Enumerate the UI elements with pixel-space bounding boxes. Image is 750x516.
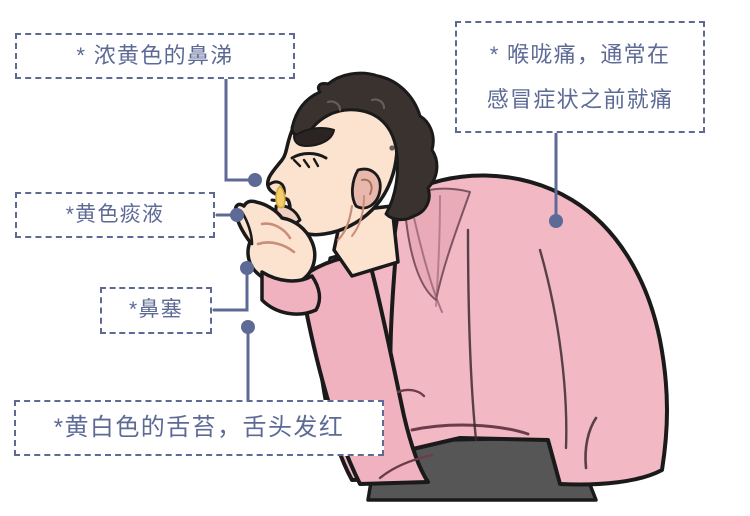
callout-yellow-phlegm-line-1: *黄色痰液 <box>65 202 165 226</box>
callout-sore-throat-line-1: * 喉咙痛，通常在 <box>489 42 671 68</box>
finger-crease-a <box>260 222 292 240</box>
callout-tongue-coating-line-1: *黄白色的舌苔，舌头发红 <box>53 414 345 442</box>
callout-nasal-congestion-line-1: *鼻塞 <box>129 298 183 322</box>
hoodie-pocket-line <box>410 423 530 436</box>
callout-sore-throat: * 喉咙痛，通常在 感冒症状之前就痛 <box>455 21 705 133</box>
hoodie-sleeve-fold <box>396 388 426 398</box>
eye-lash-a <box>292 158 302 168</box>
callout-yellow-phlegm: *黄色痰液 <box>15 192 215 238</box>
hoodie-hood <box>403 187 471 301</box>
eyebrow <box>293 127 335 147</box>
callout-nasal-congestion: *鼻塞 <box>100 287 212 334</box>
ear-inner <box>361 178 373 195</box>
hoodie-cuff-right <box>584 416 598 470</box>
ear <box>351 167 382 210</box>
jaw-line-a <box>336 204 354 242</box>
finger-crease-b <box>256 241 296 254</box>
callout-nasal-discharge: * 浓黄色的鼻涕 <box>15 33 295 79</box>
eye-lash-c <box>312 157 320 168</box>
callout-sore-throat-line-2: 感冒症状之前就痛 <box>486 86 674 112</box>
hoodie-body-crease-a <box>466 228 478 442</box>
eye-lash-b <box>302 158 311 169</box>
callout-nasal-discharge-line-1: * 浓黄色的鼻涕 <box>76 43 234 69</box>
hair-highlight-b <box>370 98 386 110</box>
wrist-cuff <box>260 270 322 316</box>
hair <box>290 71 439 222</box>
hoodie-body-crease-b <box>538 248 568 450</box>
eye-closed <box>290 152 328 160</box>
hair-fleck <box>389 145 395 151</box>
hair-highlight-a <box>326 100 342 112</box>
mucus-drip <box>275 185 286 209</box>
callout-tongue-coating: *黄白色的舌苔，舌头发红 <box>14 400 384 456</box>
hoodie-pocket-crease <box>378 453 434 480</box>
jaw-line-b <box>351 195 365 237</box>
hoodie-hood-seam-2 <box>435 195 441 307</box>
